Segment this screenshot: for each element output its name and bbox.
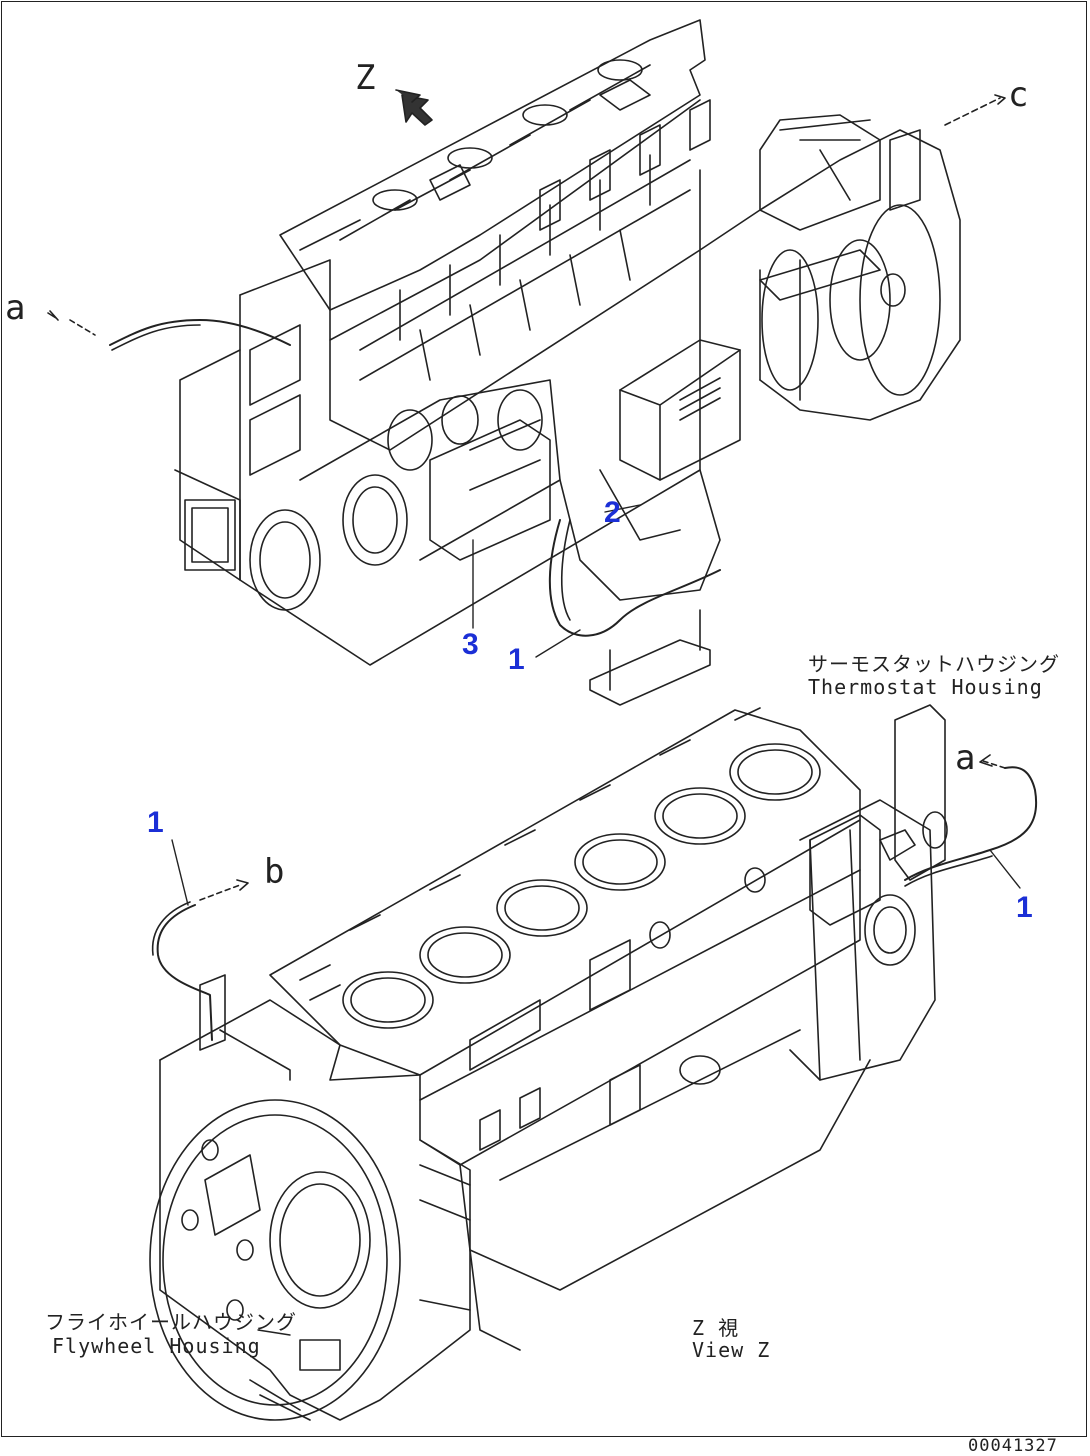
drawing-number: 00041327: [968, 1436, 1058, 1456]
thermostat-housing-label-en: Thermostat Housing: [808, 675, 1043, 699]
top-engine-assembly: [47, 19, 1006, 706]
callout-2: 2: [604, 496, 621, 529]
callout-1-right: 1: [1016, 891, 1033, 924]
thermostat-housing-label-jp: サーモスタットハウジング: [808, 652, 1060, 676]
connection-label-a-top: a: [5, 288, 26, 328]
view-marker-z: Z: [355, 58, 376, 98]
callout-1-top: 1: [508, 643, 525, 676]
view-z-label-en: View Z: [692, 1338, 771, 1362]
connection-label-b-bottom: b: [264, 852, 285, 892]
connection-label-c-top: c: [1008, 75, 1029, 115]
flywheel-housing-label-en: Flywheel Housing: [52, 1334, 261, 1358]
bottom-engine-assembly: [149, 704, 1038, 1421]
callout-3: 3: [462, 628, 479, 661]
connection-label-a-bottom: a: [955, 738, 976, 778]
view-z-label-jp: Z 視: [692, 1316, 740, 1340]
flywheel-housing-label-jp: フライホイールハウジング: [45, 1310, 297, 1334]
callout-1-left: 1: [147, 806, 164, 839]
